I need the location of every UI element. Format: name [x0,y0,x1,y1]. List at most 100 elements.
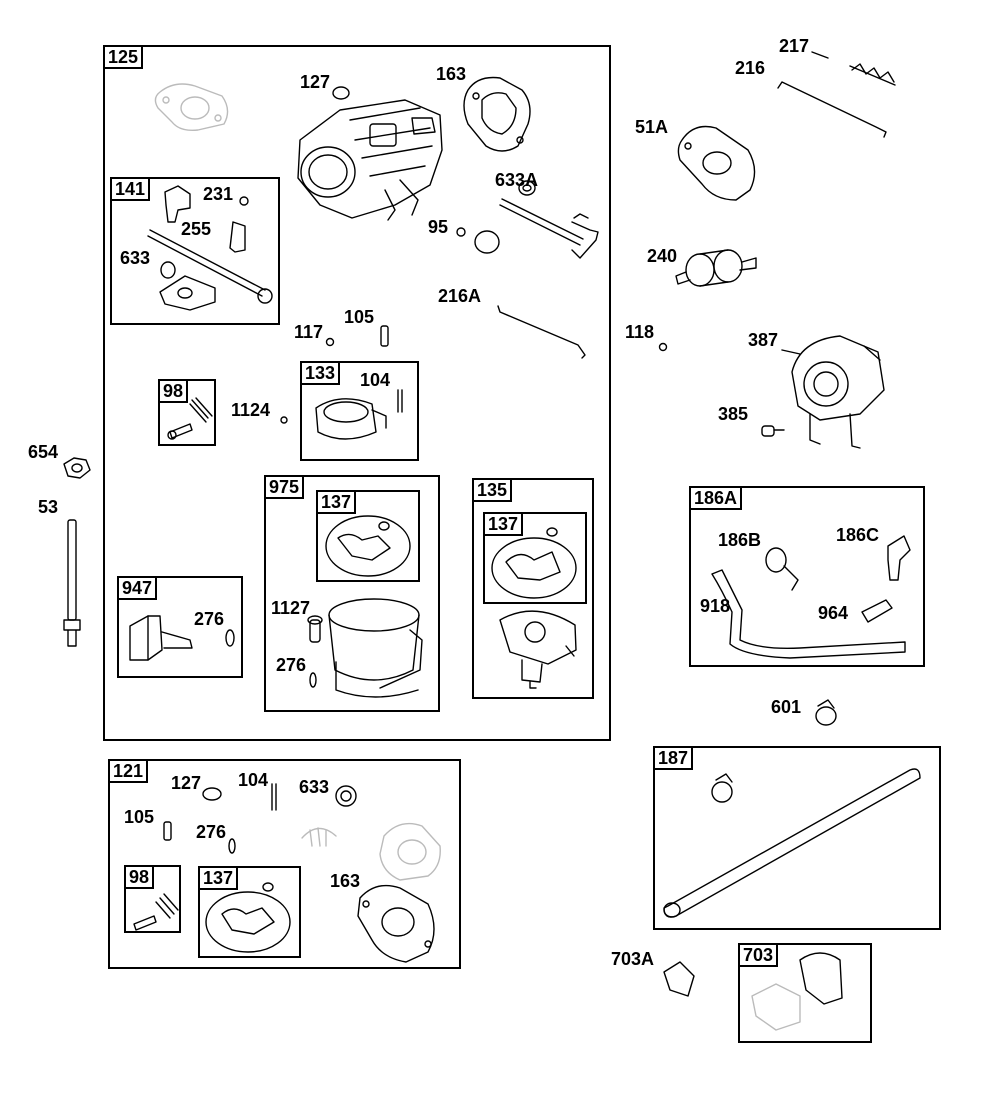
part-label: 118 [625,322,655,342]
throttle-shaft-icon [474,198,599,259]
part-label: 127 [171,773,202,793]
kit-box-125: 125 [103,45,611,741]
kit-number: 125 [103,45,144,69]
part-label: 387 [748,330,779,350]
part-label: 918 [700,596,731,616]
part-label: 633 [120,248,151,268]
kit-number: 947 [117,576,158,600]
o-ring-icon [202,787,222,801]
elbow-fitting-icon [765,547,799,591]
part-label: 163 [330,871,361,891]
diaphragm-icon [325,515,411,577]
kit-number: 98 [124,865,155,889]
kit-box-975: 975 [264,475,440,712]
fuel-line-icon [663,768,921,918]
part-label: 276 [276,655,307,675]
set-screw-icon [380,325,389,347]
solenoid-icon [129,615,193,661]
o-ring-icon [225,629,235,647]
pin-icon [397,389,403,413]
elbow-fitting-icon [887,535,911,581]
seal-icon [518,180,536,196]
fuel-filter-icon [675,249,757,287]
part-label: 53 [38,497,59,517]
part-label: 104 [360,370,391,390]
kit-box-133: 133 [300,361,419,461]
stud-icon [63,519,81,647]
part-label: 95 [428,217,449,237]
kit-box-137: 137 [198,866,301,958]
kit-number: 137 [198,866,239,890]
kit-box-137: 137 [483,512,587,604]
kit-box-187: 187 [653,746,941,930]
part-label: 1127 [271,598,311,618]
fuel-hose-icon [711,569,906,659]
o-ring-icon [332,86,350,100]
part-label: 117 [294,322,324,342]
clamp-icon [799,952,843,1005]
kit-number: 135 [472,478,513,502]
linkage-rod-icon [497,305,586,359]
bolt-icon [761,425,785,437]
fuel-pump-body-icon [499,610,577,689]
part-label: 231 [203,184,234,204]
o-ring-icon [228,838,236,854]
kit-box-703: 703 [738,943,872,1043]
fuel-bowl-icon [328,598,423,698]
part-label: 385 [718,404,749,424]
screw-spring-icon [167,397,213,440]
kit-number: 703 [738,943,779,967]
part-label: 654 [28,442,59,462]
carburetor-icon [297,99,443,221]
part-label: 51A [635,117,669,137]
o-ring-icon [280,416,288,424]
spring-ghost-icon [301,827,337,847]
kit-number: 121 [108,759,149,783]
part-label: 217 [779,36,810,56]
part-label: 276 [194,609,225,629]
fuel-hose-piece-icon [861,599,893,623]
gasket-ghost-icon [154,83,229,132]
kit-number: 141 [110,177,151,201]
part-label: 216 [735,58,766,78]
spring-link-icon [777,51,896,138]
part-label: 1124 [231,400,271,420]
part-label: 703A [611,949,655,969]
clamp-ghost-icon [751,983,801,1031]
kit-number: 137 [316,490,357,514]
part-label: 276 [196,822,227,842]
kit-box-98: 98 [124,865,181,933]
part-label: 240 [647,246,678,266]
bolt-icon [307,615,323,643]
gasket-icon [357,884,435,963]
nut-icon [63,457,91,479]
kit-box-186A: 186A [689,486,925,667]
gasket-ghost-icon [379,822,441,881]
screw-icon [456,227,466,237]
kit-box-121: 121 [108,759,461,969]
screw-icon [658,342,668,352]
part-label: 105 [344,307,375,327]
kit-box-947: 947 [117,576,243,678]
kit-box-135: 135 [472,478,594,699]
kit-number: 975 [264,475,305,499]
clamp-icon [711,773,733,803]
kit-number: 98 [158,379,189,403]
screw-spring-icon [133,893,179,931]
diaphragm-icon [205,882,291,953]
clamp-icon [815,699,837,726]
gasket-icon [463,76,531,152]
part-label: 633A [495,170,539,190]
choke-parts-icon [147,185,273,311]
throttle-ring-icon [315,398,387,440]
kit-box-98: 98 [158,379,216,446]
part-label: 186C [836,525,880,545]
part-label: 601 [771,697,802,717]
part-label: 633 [299,777,330,797]
diaphragm-icon [491,527,577,599]
bushing-icon [335,785,357,807]
kit-number: 186A [689,486,743,510]
set-screw-icon [163,821,172,841]
